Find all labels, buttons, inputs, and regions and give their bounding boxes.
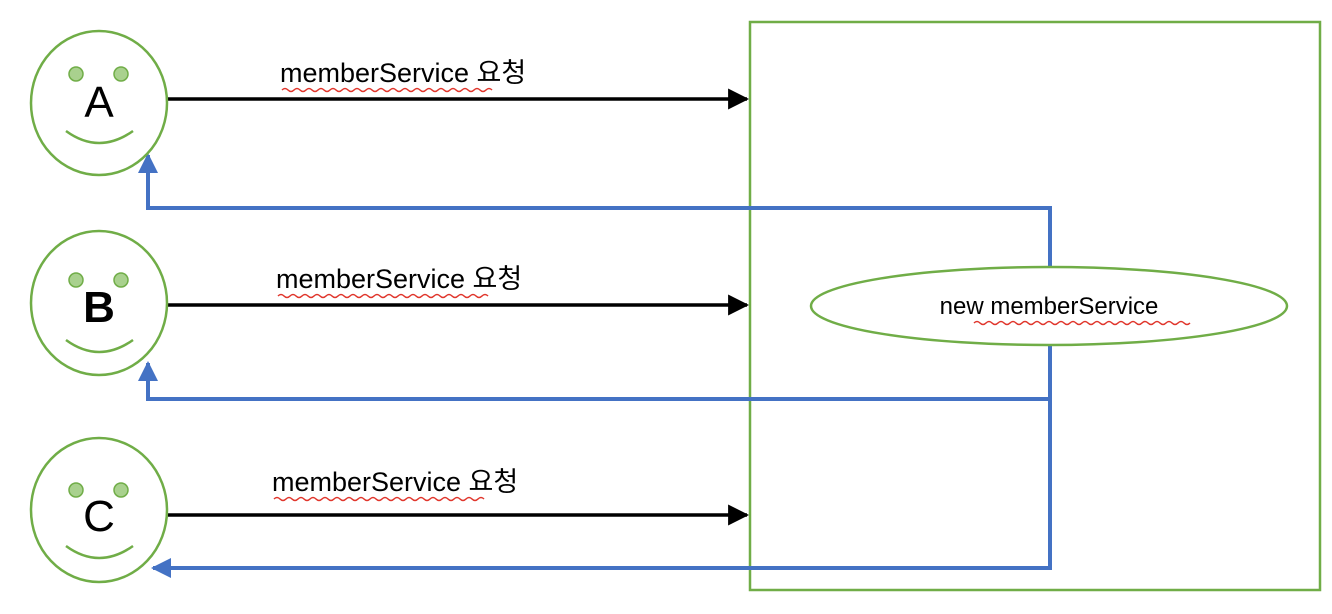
container-box [748, 20, 1322, 592]
client-face-a: A [29, 29, 169, 177]
client-letter-c: C [83, 492, 115, 541]
right-eye [113, 482, 129, 498]
response-arrow-a [138, 153, 1052, 268]
spell-underline-b [277, 293, 489, 299]
response-arrow-b [138, 344, 1052, 401]
smile [65, 129, 134, 145]
spell-underline-c [273, 496, 485, 502]
client-letter-b: B [83, 283, 115, 332]
request-label-c-group: memberService 요청 [272, 467, 518, 502]
client-letter-a: A [84, 78, 114, 127]
face-outline [29, 229, 169, 377]
smile [65, 544, 134, 560]
request-label-b-group: memberService 요청 [276, 264, 522, 299]
response-paths [138, 153, 1052, 578]
left-eye [68, 272, 84, 288]
spell-underline-a [281, 87, 493, 93]
request-label-a-group: memberService 요청 [280, 58, 526, 93]
request-label-b: memberService 요청 [276, 264, 522, 294]
new-member-service-ellipse [809, 265, 1289, 347]
spell-underline-node [973, 320, 1191, 326]
request-label-c: memberService 요청 [272, 467, 518, 497]
left-eye [68, 66, 84, 82]
new-member-service-node: new memberService [809, 265, 1289, 347]
left-eye [68, 482, 84, 498]
right-eye [113, 272, 129, 288]
response-arrow-c [151, 399, 1052, 578]
client-face-c: C [29, 436, 169, 584]
request-label-a: memberService 요청 [280, 58, 526, 88]
smile [65, 338, 134, 354]
new-member-service-label: new memberService [940, 293, 1159, 320]
face-outline [29, 29, 169, 177]
right-eye [113, 66, 129, 82]
client-face-b: B [29, 229, 169, 377]
